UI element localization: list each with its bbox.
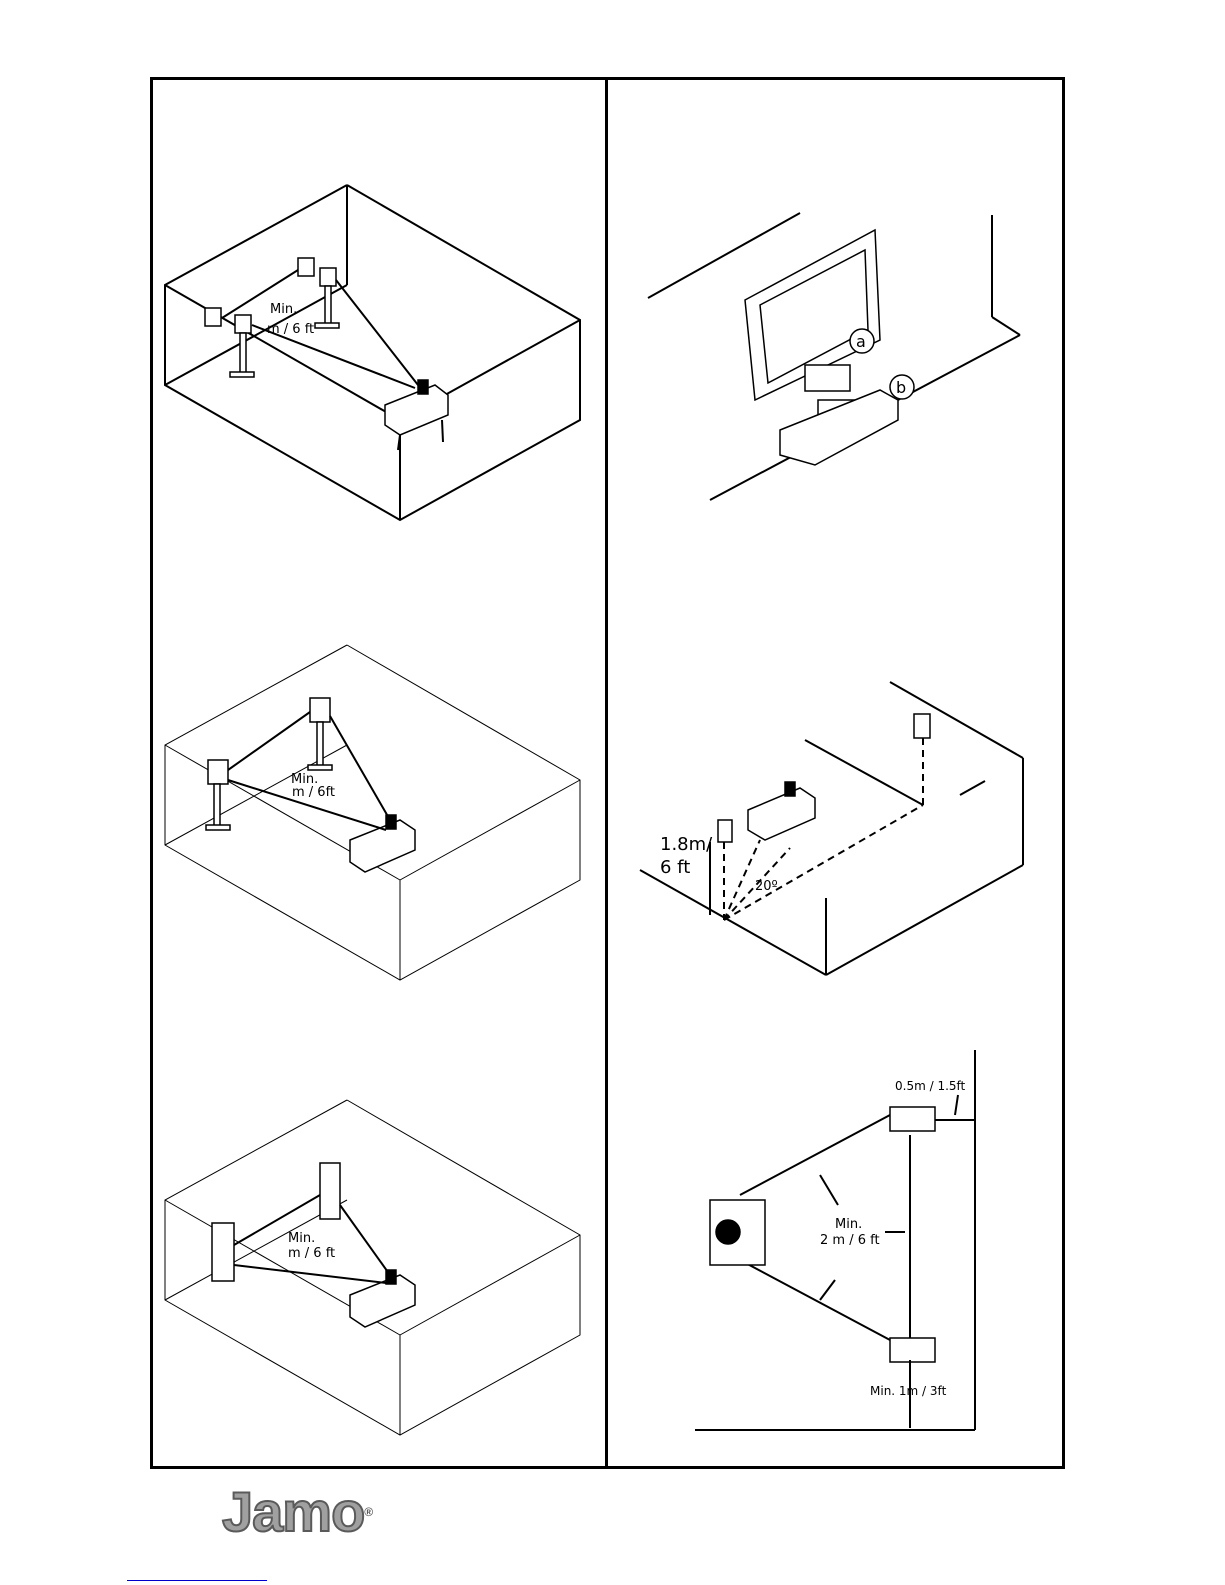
label-a: a [856,332,866,351]
min-label: Min. [288,1231,315,1246]
height-label-1: 1.8m/ [660,834,713,855]
rear-distance-label: Min. 1m / 3ft [870,1384,947,1398]
min-label: Min. [270,302,297,317]
surround-height-diagram: 1.8m/ 6 ft 20º [640,680,1040,980]
distance-label: 2 m / 6 ft [820,1233,880,1248]
height-label-2: 6 ft [660,857,690,878]
distance-label: m / 6 ft [288,1246,335,1261]
floorstanding-diagram: Min. m / 6 ft [160,1095,590,1445]
footer-link-underline[interactable] [127,1577,267,1581]
top-view-diagram: 0.5m / 1.5ft Min. 2 m / 6 ft Min. 1m / 3… [690,1050,990,1440]
label-b: b [896,378,906,397]
angle-label: 20º [755,879,778,894]
wall-distance-label: 0.5m / 1.5ft [895,1079,966,1093]
jamo-logo: Jamo® [222,1484,372,1540]
bookshelf-stands-diagram: Min. m / 6 ft [160,180,590,530]
center-speaker-diagram: a b [640,205,1040,515]
distance-label: m / 6 ft [267,322,314,337]
min-label: Min. [835,1217,862,1232]
stand-speakers-diagram: Min. m / 6ft [160,640,590,990]
panel-divider [605,77,608,1469]
distance-label: m / 6ft [292,785,335,800]
